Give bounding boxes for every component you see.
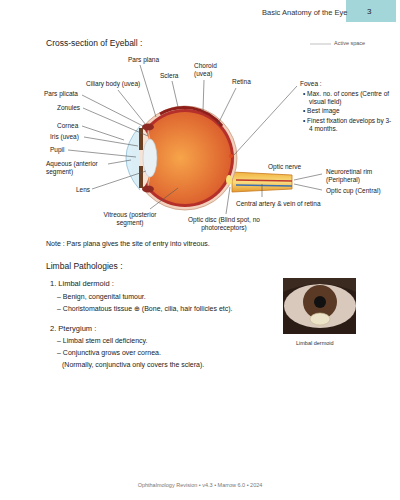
leader-line	[108, 160, 131, 164]
note-bullet: • Max. no. of cones (Centre of visual fi…	[303, 90, 393, 106]
margin-rule	[310, 44, 331, 45]
part-label: Optic nerve	[268, 163, 301, 171]
part-label: Lens	[76, 186, 90, 194]
note-heading: Fovea :	[300, 80, 322, 88]
part-label: Cornea	[57, 122, 78, 130]
part-label: Sclera	[160, 72, 178, 80]
part-label: Vitreous (posterior segment)	[98, 211, 162, 227]
photo-ground	[283, 278, 356, 334]
leader-line	[68, 150, 136, 157]
part-label: Iris (uvea)	[50, 133, 79, 141]
list-item: – Choristomatous tissue ⊕ (Bone, cilia, …	[57, 305, 233, 313]
leader-line	[294, 174, 322, 180]
list-item: – Limbal stem cell deficiency.	[57, 337, 148, 345]
page-footer: Ophthalmology Revision • v4.3 • Marrow 6…	[138, 482, 263, 489]
part-label: Pupil	[50, 146, 64, 154]
photo-caption: Limbal dermoid	[296, 340, 334, 347]
leader-line	[140, 65, 156, 117]
list-heading: 2. Pterygium :	[50, 324, 96, 333]
leader-line	[83, 108, 148, 136]
leader-line	[118, 90, 146, 125]
leader-line	[262, 184, 263, 197]
fovea-spot	[229, 154, 233, 158]
list-item: – Benign, congenital tumour.	[57, 293, 146, 301]
retina-vitreous	[139, 112, 231, 204]
part-label: Ciliary body (uvea)	[86, 80, 140, 88]
zonule-fibre	[148, 176, 150, 186]
leader-line	[203, 80, 204, 111]
photo-dermoid	[310, 313, 330, 325]
header-tab	[346, 0, 396, 22]
part-label: Optic disc (Blind spot, no photoreceptor…	[178, 216, 270, 232]
part-label: Pars plicata	[44, 90, 78, 98]
note-text: Note : Pars plana gives the site of entr…	[46, 240, 210, 248]
part-label: Central artery & vein of retina	[236, 200, 321, 208]
central-artery	[236, 180, 292, 181]
iris-lower	[139, 166, 143, 188]
central-vein	[236, 185, 292, 186]
note-bullet: • Best image	[303, 107, 393, 115]
section-heading: Limbal Pathologies :	[46, 261, 123, 271]
photo-pupil	[314, 296, 326, 308]
list-heading: 1. Limbal dermoid :	[50, 279, 114, 288]
margin-note: Active space	[334, 40, 365, 47]
part-label: Aqueous (anterior segment)	[46, 160, 106, 176]
leader-line	[92, 171, 146, 189]
clinical-photo	[283, 278, 356, 334]
part-label: Zonules	[57, 104, 80, 112]
leader-line	[294, 184, 322, 190]
photo-lid	[283, 278, 356, 292]
part-label: Choroid (uvea)	[194, 62, 222, 78]
iris-upper	[139, 128, 143, 150]
ciliary-lower	[142, 186, 154, 193]
leader-line	[84, 137, 138, 146]
part-label: Optic cup (Central)	[326, 187, 381, 195]
leader-line	[234, 86, 297, 155]
sclera-layer	[133, 106, 237, 210]
leader-line	[172, 81, 178, 107]
section-heading: Cross-section of Eyeball :	[46, 38, 142, 48]
list-item: – Conjunctiva grows over cornea.	[57, 349, 161, 357]
leader-line	[82, 95, 143, 126]
photo-sclera	[284, 284, 356, 328]
leader-line	[218, 88, 236, 124]
cornea-shape	[126, 126, 140, 190]
optic-disc	[226, 175, 232, 185]
leader-line	[226, 187, 230, 214]
cut-layer	[160, 107, 222, 126]
page-number: 3	[367, 7, 371, 17]
list-item: (Normally, conjunctiva only covers the s…	[62, 361, 204, 369]
part-label: Neuroretinal rim (Peripheral)	[326, 168, 384, 184]
running-header: Basic Anatomy of the Eye	[262, 8, 347, 17]
zonule-fibre	[148, 130, 150, 140]
ciliary-upper	[142, 124, 154, 131]
note-bullet: • Finest fixation develops by 3-4 months…	[303, 117, 393, 133]
leader-line	[150, 188, 178, 209]
part-label: Pars plana	[128, 56, 159, 64]
part-label: Retina	[232, 78, 251, 86]
